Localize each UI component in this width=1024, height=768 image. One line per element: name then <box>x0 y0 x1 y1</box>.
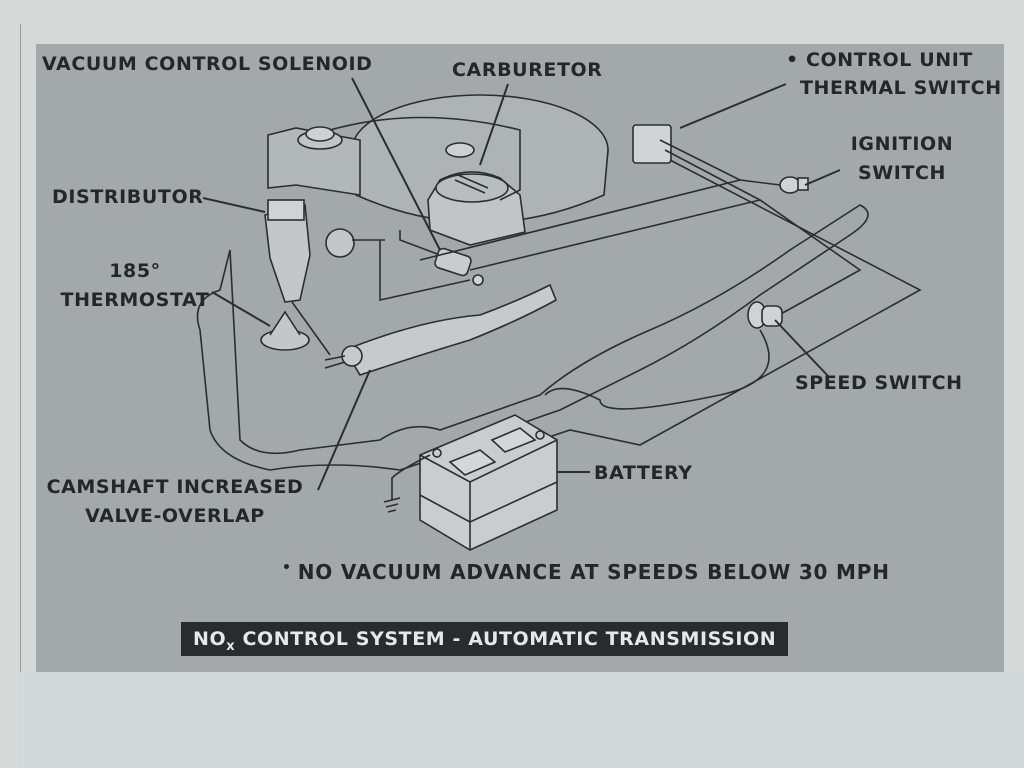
battery-drawing <box>419 414 558 551</box>
label-thermostat: 185° THERMOSTAT <box>60 260 210 311</box>
speed-switch-drawing <box>747 301 783 329</box>
thermostat-drawing <box>260 310 310 351</box>
label-camshaft: CAMSHAFT INCREASED VALVE-OVERLAP <box>46 476 304 527</box>
ignition-switch-drawing <box>779 176 809 194</box>
wiring-harness <box>419 139 922 446</box>
vacuum-solenoid-drawing <box>434 247 472 277</box>
page-edge <box>20 24 21 704</box>
footnote: •NO VACUUM ADVANCE AT SPEEDS BELOW 30 MP… <box>282 560 890 584</box>
label-speed-switch: SPEED SWITCH <box>795 372 963 394</box>
label-carburetor: CARBURETOR <box>452 59 603 81</box>
carburetor-drawing <box>427 171 526 246</box>
label-ignition-switch: IGNITION SWITCH <box>850 133 954 184</box>
distributor-drawing <box>264 199 385 356</box>
camshaft-drawing <box>324 283 558 376</box>
label-thermal-switch-line2: THERMAL SWITCH <box>800 77 1002 99</box>
label-control-unit-thermal-switch: • CONTROL UNIT <box>786 49 973 71</box>
ground-symbol <box>383 454 431 513</box>
bullet-marker: • <box>282 560 292 576</box>
lower-page-area <box>18 672 1024 768</box>
label-battery: BATTERY <box>594 462 693 484</box>
label-distributor: DISTRIBUTOR <box>52 186 204 208</box>
engine-block-outline <box>196 204 869 471</box>
bullet-marker: • <box>786 49 799 71</box>
thermal-switch-drawing <box>632 124 672 164</box>
figure-caption: NOx CONTROL SYSTEM - AUTOMATIC TRANSMISS… <box>181 622 789 656</box>
label-vacuum-control-solenoid: VACUUM CONTROL SOLENOID <box>42 53 373 75</box>
